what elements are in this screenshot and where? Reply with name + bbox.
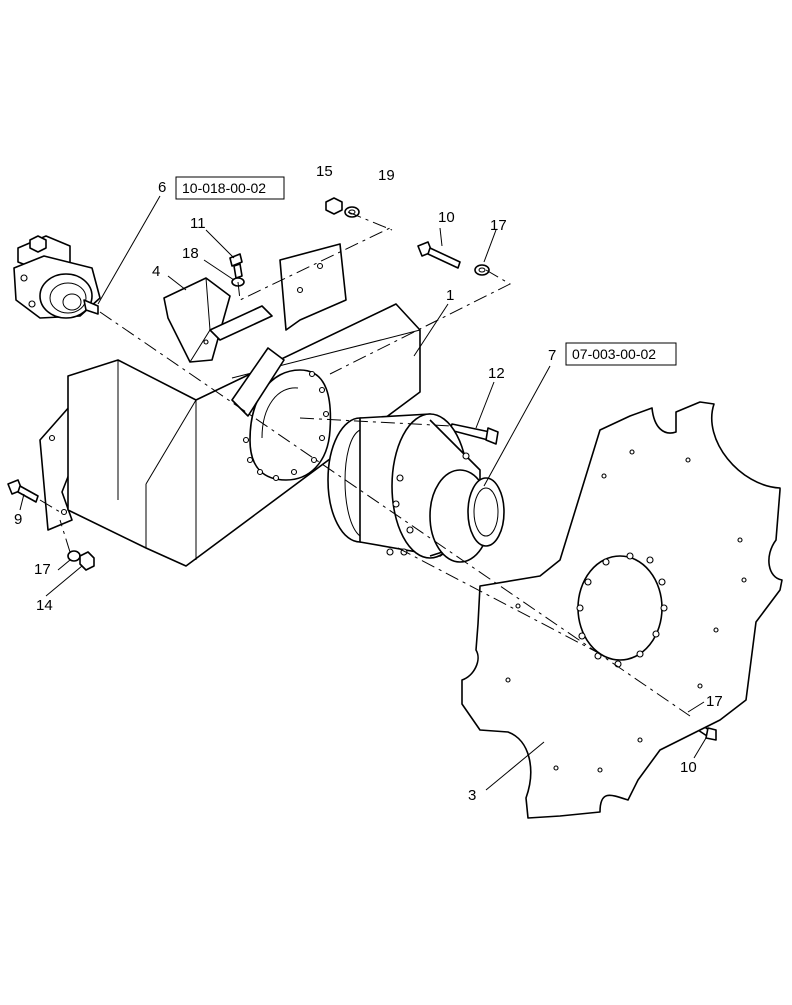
- callout-1: 1: [446, 287, 454, 304]
- callout-9: 9: [14, 511, 22, 528]
- cover-plate: [163, 277, 285, 417]
- wheel-disc-plate: [461, 401, 783, 819]
- callout-12: 12: [488, 365, 505, 382]
- washer-17-left-icon: [67, 550, 81, 562]
- motor-reference-box: 10-018-00-02: [175, 176, 285, 200]
- callout-10-top: 10: [438, 209, 455, 226]
- callout-10-right: 10: [680, 759, 697, 776]
- callout-17-top: 17: [490, 217, 507, 234]
- callout-11: 11: [190, 215, 206, 232]
- callout-14: 14: [36, 597, 53, 614]
- callout-3: 3: [468, 787, 476, 804]
- motor-reference-label: 10-018-00-02: [182, 180, 266, 196]
- gearbox-housing: [39, 243, 421, 567]
- callout-15: 15: [316, 163, 333, 180]
- washer-19-icon: [344, 206, 360, 218]
- callout-4: 4: [152, 263, 160, 280]
- wheel-reference-label: 07-003-00-02: [572, 346, 656, 362]
- wheel-reference-box: 07-003-00-02: [565, 342, 677, 366]
- nut-15-icon: [325, 197, 343, 215]
- callout-17-right: 17: [706, 693, 723, 710]
- wheel-hub: [327, 413, 505, 563]
- assembly-lines: [39, 211, 691, 717]
- nut-14-icon: [79, 551, 95, 571]
- hydraulic-motor: [13, 235, 101, 319]
- callout-7: 7: [548, 347, 556, 364]
- callout-labels: 6 15 19 11 18 4 10 17 1 7 12 9 17 14 17 …: [14, 163, 723, 804]
- callout-19: 19: [378, 167, 395, 184]
- callout-6: 6: [158, 179, 166, 196]
- callout-18: 18: [182, 245, 199, 262]
- leader-lines: [19, 195, 707, 791]
- callout-17-left: 17: [34, 561, 51, 578]
- washer-17-icon: [474, 264, 490, 276]
